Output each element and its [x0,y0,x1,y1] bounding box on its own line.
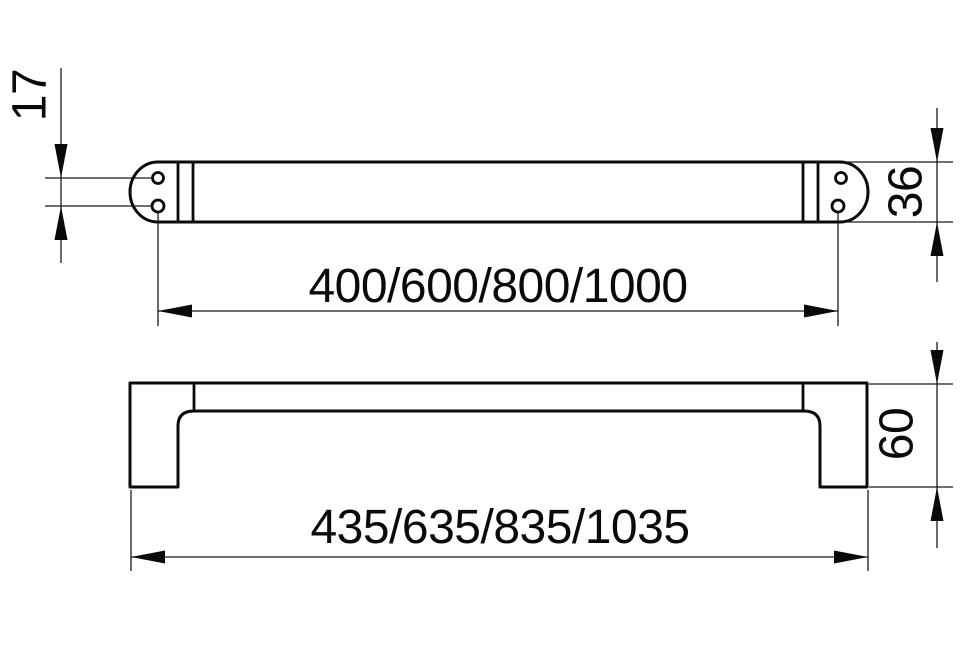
dim36-arrow-top-icon [930,128,944,162]
dim36-arrow-bottom-icon [930,222,944,256]
top-view [128,160,870,224]
front-view-handle-outline [128,381,869,489]
dim60-label: 60 [871,408,924,460]
dim435-arrow-left-icon [131,550,165,564]
dim36-label: 36 [880,166,933,218]
dimension-overall-length: 435/635/835/1035 [130,490,869,571]
dim435-arrow-right-icon [834,550,868,564]
dim60-arrow-bottom-icon [930,487,944,521]
front-view [128,381,869,489]
top-view-bar-outline [128,160,870,224]
dimension-bar-width: 36 [842,108,953,282]
dim60-arrow-top-icon [930,350,944,384]
dim17-arrow-top-icon [54,144,68,178]
dim400-label: 400/600/800/1000 [308,260,687,313]
dim17-arrow-bottom-icon [54,206,68,240]
mount-hole-right-lower [830,198,846,214]
mount-hole-left-lower [150,198,166,214]
dim17-label: 17 [4,69,57,121]
dim435-label: 435/635/835/1035 [310,501,689,554]
mount-hole-right-upper [834,171,848,185]
dim400-arrow-left-icon [158,304,192,318]
dimension-hole-spacing: 17 [4,68,152,263]
dimension-overall-height: 60 [869,342,953,548]
mount-hole-left-upper [151,171,165,185]
dim400-arrow-right-icon [804,304,838,318]
dimension-mounting-centers: 400/600/800/1000 [157,213,839,326]
